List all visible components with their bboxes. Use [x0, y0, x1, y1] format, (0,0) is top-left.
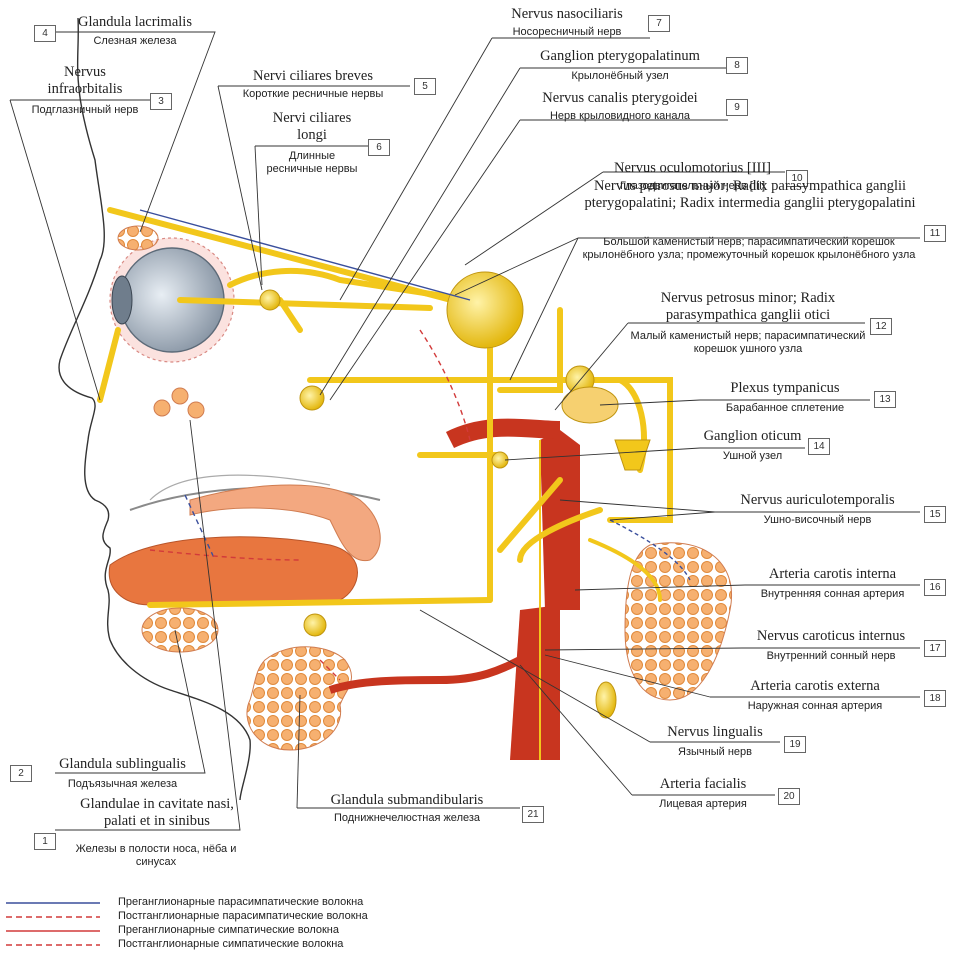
pterygopalatine-ganglion — [447, 272, 523, 348]
label-21-ru: Поднижнечелюстная железа — [297, 812, 517, 825]
label-7-latin: Nervus nasociliaris — [492, 6, 642, 23]
label-1-number: 1 — [34, 833, 56, 850]
label-11-number: 11 — [924, 225, 946, 242]
label-21-latin: Glandula submandibularis — [297, 792, 517, 809]
legend-label: Преганглионарные парасимпатические волок… — [118, 896, 363, 909]
tongue — [109, 537, 357, 605]
label-2-ru: Подъязычная железа — [40, 778, 205, 791]
label-9-latin: Nervus canalis pterygoidei — [520, 90, 720, 107]
label-16-number: 16 — [924, 579, 946, 596]
label-4-ru: Слезная железа — [60, 35, 210, 48]
label-11-latin: Nervus petrosus major; Radix parasympath… — [580, 178, 920, 212]
label-3-number: 3 — [150, 93, 172, 110]
label-5-ru: Короткие ресничные нервы — [218, 88, 408, 101]
label-17-ru: Внутренний сонный нерв — [742, 650, 920, 663]
label-6-latin: Nervi ciliares longi — [262, 110, 362, 144]
label-12-latin: Nervus petrosus minor; Radix parasympath… — [628, 290, 868, 324]
label-9-ru: Нерв крыловидного канала — [520, 110, 720, 123]
label-10-latin: Nervus oculomotorius [III] — [600, 160, 785, 177]
label-15-latin: Nervus auriculotemporalis — [715, 492, 920, 509]
label-13-number: 13 — [874, 391, 896, 408]
label-1-latin: Glandulae in cavitate nasi, palati et in… — [72, 796, 242, 830]
label-13-latin: Plexus tympanicus — [700, 380, 870, 397]
legend-samples — [6, 903, 100, 945]
label-6-number: 6 — [368, 139, 390, 156]
label-9-number: 9 — [726, 99, 748, 116]
label-20-ru: Лицевая артерия — [632, 798, 774, 811]
label-20-number: 20 — [778, 788, 800, 805]
lacrimal-gland — [118, 226, 158, 250]
label-14-number: 14 — [808, 438, 830, 455]
pterygopalatine-small — [300, 386, 324, 410]
label-11-ru: Большой каменистый нерв; парасимпатическ… — [578, 236, 920, 262]
label-15-ru: Ушно-височный нерв — [715, 514, 920, 527]
label-7-ru: Носоресничный нерв — [492, 26, 642, 39]
submandibular-ganglion — [304, 614, 326, 636]
label-19-latin: Nervus lingualis — [650, 724, 780, 741]
label-4-number: 4 — [34, 25, 56, 42]
label-17-number: 17 — [924, 640, 946, 657]
label-5-latin: Nervi ciliares breves — [218, 68, 408, 85]
label-2-number: 2 — [10, 765, 32, 782]
label-8-number: 8 — [726, 57, 748, 74]
label-18-number: 18 — [924, 690, 946, 707]
label-8-ru: Крылонёбный узел — [520, 70, 720, 83]
legend-label: Постганглионарные симпатические волокна — [118, 938, 343, 951]
ciliary-ganglion — [260, 290, 280, 310]
label-18-ru: Наружная сонная артерия — [710, 700, 920, 713]
label-8-latin: Ganglion pterygopalatinum — [520, 48, 720, 65]
label-7-number: 7 — [648, 15, 670, 32]
label-16-latin: Arteria carotis interna — [745, 566, 920, 583]
label-6-ru: Длинные ресничные нервы — [262, 150, 362, 176]
label-3-latin: Nervus infraorbitalis — [30, 64, 140, 98]
label-14-ru: Ушной узел — [700, 450, 805, 463]
label-21-number: 21 — [522, 806, 544, 823]
label-4-latin: Glandula lacrimalis — [60, 14, 210, 31]
label-15-number: 15 — [924, 506, 946, 523]
label-16-ru: Внутренняя сонная артерия — [745, 588, 920, 601]
label-1-ru: Железы в полости носа, нёба и синусах — [66, 843, 246, 869]
label-14-latin: Ganglion oticum — [700, 428, 805, 445]
sublingual-gland — [142, 608, 218, 652]
carotid-arteries — [330, 428, 580, 761]
label-3-ru: Подглазничный нерв — [30, 104, 140, 117]
label-17-latin: Nervus caroticus internus — [742, 628, 920, 645]
label-5-number: 5 — [414, 78, 436, 95]
label-12-ru: Малый каменистый нерв; парасимпатический… — [628, 330, 868, 356]
label-2-latin: Glandula sublingualis — [40, 756, 205, 773]
legend-label: Преганглионарные симпатические волокна — [118, 924, 339, 937]
label-20-latin: Arteria facialis — [632, 776, 774, 793]
label-13-ru: Барабанное сплетение — [700, 402, 870, 415]
label-12-number: 12 — [870, 318, 892, 335]
nasal-glands — [154, 388, 204, 418]
label-18-latin: Arteria carotis externa — [710, 678, 920, 695]
legend-label: Постганглионарные парасимпатические воло… — [118, 910, 368, 923]
label-19-ru: Язычный нерв — [650, 746, 780, 759]
label-19-number: 19 — [784, 736, 806, 753]
